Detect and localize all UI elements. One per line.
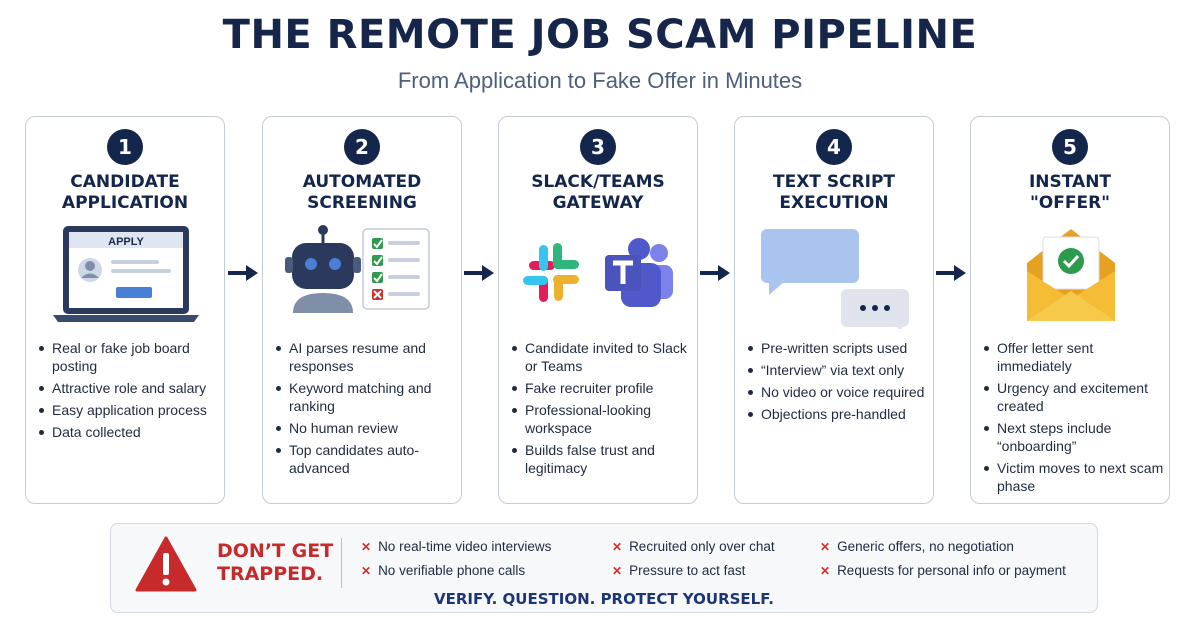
step-number-badge: 3 [580, 129, 616, 165]
envelope-check-icon [971, 223, 1169, 329]
step-title-line: "OFFER" [1029, 193, 1111, 213]
bullet-item: Top candidates auto-advanced [275, 441, 457, 477]
bullet-item: “Interview” via text only [747, 361, 929, 379]
step-bullets: Pre-written scripts used “Interview” via… [747, 339, 929, 427]
bullet-item: Next steps include “onboarding” [983, 419, 1165, 455]
step-number-badge: 4 [816, 129, 852, 165]
bullet-item: Real or fake job board posting [38, 339, 220, 375]
warning-heading-line: DON’T GET [217, 540, 334, 562]
bullet-item: No human review [275, 419, 457, 437]
step-title-line: GATEWAY [552, 193, 644, 213]
step-card-5: 5 INSTANT "OFFER" Offer letter sent imme… [970, 116, 1170, 504]
warning-heading: DON’T GET TRAPPED. [217, 540, 333, 586]
chat-bubbles-icon [735, 223, 933, 333]
step-title-line: CANDIDATE [70, 172, 180, 192]
arrow-right-icon [228, 265, 258, 281]
step-bullets: Offer letter sent immediately Urgency an… [983, 339, 1165, 499]
warning-item-text: Recruited only over chat [629, 539, 775, 554]
x-mark-icon: ✕ [361, 540, 372, 554]
arrow-right-icon [700, 265, 730, 281]
bullet-item: Builds false trust and legitimacy [511, 441, 693, 477]
step-bullets: AI parses resume and responses Keyword m… [275, 339, 457, 481]
bullet-item: Professional-looking workspace [511, 401, 693, 437]
warning-item: ✕ No verifiable phone calls [361, 563, 525, 578]
step-number-badge: 2 [344, 129, 380, 165]
step-number-badge: 5 [1052, 129, 1088, 165]
warning-item: ✕ Generic offers, no negotiation [820, 539, 1014, 554]
step-title-line: INSTANT [1028, 172, 1112, 192]
bullet-item: Fake recruiter profile [511, 379, 693, 397]
warning-item-text: Generic offers, no negotiation [837, 539, 1014, 554]
step-title-line: SCREENING [307, 193, 417, 213]
warning-item-text: Requests for personal info or payment [837, 563, 1066, 578]
step-title: TEXT SCRIPT EXECUTION [735, 172, 933, 214]
page-title: THE REMOTE JOB SCAM PIPELINE [222, 12, 978, 58]
warning-item: ✕ Recruited only over chat [612, 539, 775, 554]
step-title-line: APPLICATION [61, 193, 189, 213]
teams-logo-icon [605, 238, 673, 307]
step-title-line: EXECUTION [779, 193, 889, 213]
bullet-item: Objections pre-handled [747, 405, 929, 423]
step-number-badge: 1 [107, 129, 143, 165]
bullet-item: Easy application process [38, 401, 220, 419]
arrow-right-icon [936, 265, 966, 281]
warning-banner: DON’T GET TRAPPED. ✕ No real-time video i… [110, 523, 1098, 613]
step-card-3: 3 SLACK/TEAMS GATEWAY [498, 116, 698, 504]
x-mark-icon: ✕ [361, 564, 372, 578]
bullet-item: Attractive role and salary [38, 379, 220, 397]
apply-label: APPLY [108, 236, 144, 248]
warning-item: ✕ Requests for personal info or payment [820, 563, 1066, 578]
laptop-application-icon: APPLY [26, 223, 224, 329]
bullet-item: AI parses resume and responses [275, 339, 457, 375]
slack-logo-icon [523, 243, 579, 302]
bullet-item: Urgency and excitement created [983, 379, 1165, 415]
bullet-item: Keyword matching and ranking [275, 379, 457, 415]
x-mark-icon: ✕ [612, 540, 623, 554]
step-title: AUTOMATED SCREENING [263, 172, 461, 214]
warning-triangle-icon [135, 536, 197, 592]
x-mark-icon: ✕ [820, 564, 831, 578]
step-bullets: Real or fake job board posting Attractiv… [38, 339, 220, 445]
step-title: SLACK/TEAMS GATEWAY [499, 172, 697, 214]
warning-tagline: VERIFY. QUESTION. PROTECT YOURSELF. [434, 590, 774, 608]
bullet-item: No video or voice required [747, 383, 929, 401]
warning-item-text: No real-time video interviews [378, 539, 552, 554]
step-title-line: AUTOMATED [302, 172, 422, 192]
x-mark-icon: ✕ [820, 540, 831, 554]
step-bullets: Candidate invited to Slack or Teams Fake… [511, 339, 693, 481]
arrow-right-icon [464, 265, 494, 281]
divider [341, 538, 342, 588]
warning-item-text: Pressure to act fast [629, 563, 746, 578]
step-title: INSTANT "OFFER" [971, 172, 1169, 214]
step-card-2: 2 AUTOMATED SCREENING [262, 116, 462, 504]
step-title-line: SLACK/TEAMS [531, 172, 665, 192]
bullet-item: Offer letter sent immediately [983, 339, 1165, 375]
step-card-1: 1 CANDIDATE APPLICATION APPLY Real or fa… [25, 116, 225, 504]
bullet-item: Candidate invited to Slack or Teams [511, 339, 693, 375]
bullet-item: Victim moves to next scam phase [983, 459, 1165, 495]
robot-checklist-icon [263, 223, 461, 329]
slack-teams-icon [499, 223, 697, 329]
step-title: CANDIDATE APPLICATION [26, 172, 224, 214]
warning-heading-line: TRAPPED. [217, 563, 324, 585]
step-card-4: 4 TEXT SCRIPT EXECUTION Pre-written scri… [734, 116, 934, 504]
warning-item-text: No verifiable phone calls [378, 563, 526, 578]
bullet-item: Data collected [38, 423, 220, 441]
x-mark-icon: ✕ [612, 564, 623, 578]
bullet-item: Pre-written scripts used [747, 339, 929, 357]
warning-item: ✕ No real-time video interviews [361, 539, 551, 554]
page-subtitle: From Application to Fake Offer in Minute… [397, 68, 803, 93]
warning-item: ✕ Pressure to act fast [612, 563, 745, 578]
step-title-line: TEXT SCRIPT [772, 172, 896, 192]
